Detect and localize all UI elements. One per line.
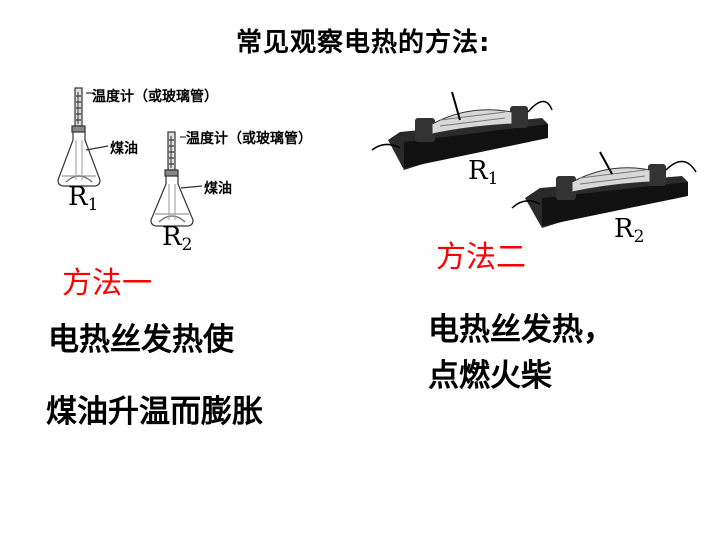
- thermometer-label-1: 温度计（或玻璃管）: [92, 89, 218, 105]
- resistor-rig-1: [371, 91, 553, 170]
- slide-title: 常见观察电热的方法:: [236, 28, 491, 58]
- kerosene-label-1: 煤油: [110, 141, 138, 157]
- method-1-line-1: 电热丝发热使: [48, 322, 234, 358]
- method-1-line-2: 煤油升温而膨胀: [46, 394, 263, 430]
- rig-r2-label: R2: [614, 214, 645, 247]
- thermometer-label-2: 温度计（或玻璃管）: [186, 131, 312, 147]
- method-2-line-1: 电热丝发热，: [428, 312, 614, 348]
- flask-r1-label: R1: [68, 182, 99, 215]
- flask-1: [57, 87, 109, 187]
- kerosene-label-2: 煤油: [204, 181, 232, 197]
- rig-r1-label: R1: [468, 156, 499, 189]
- resistor-rig-2: [511, 151, 697, 228]
- method-2-line-2: 点燃火柴: [428, 358, 552, 394]
- method-2-label: 方法二: [436, 240, 526, 275]
- flask-2: [150, 131, 203, 227]
- method-1-label: 方法一: [62, 266, 152, 301]
- flask-r2-label: R2: [162, 222, 193, 255]
